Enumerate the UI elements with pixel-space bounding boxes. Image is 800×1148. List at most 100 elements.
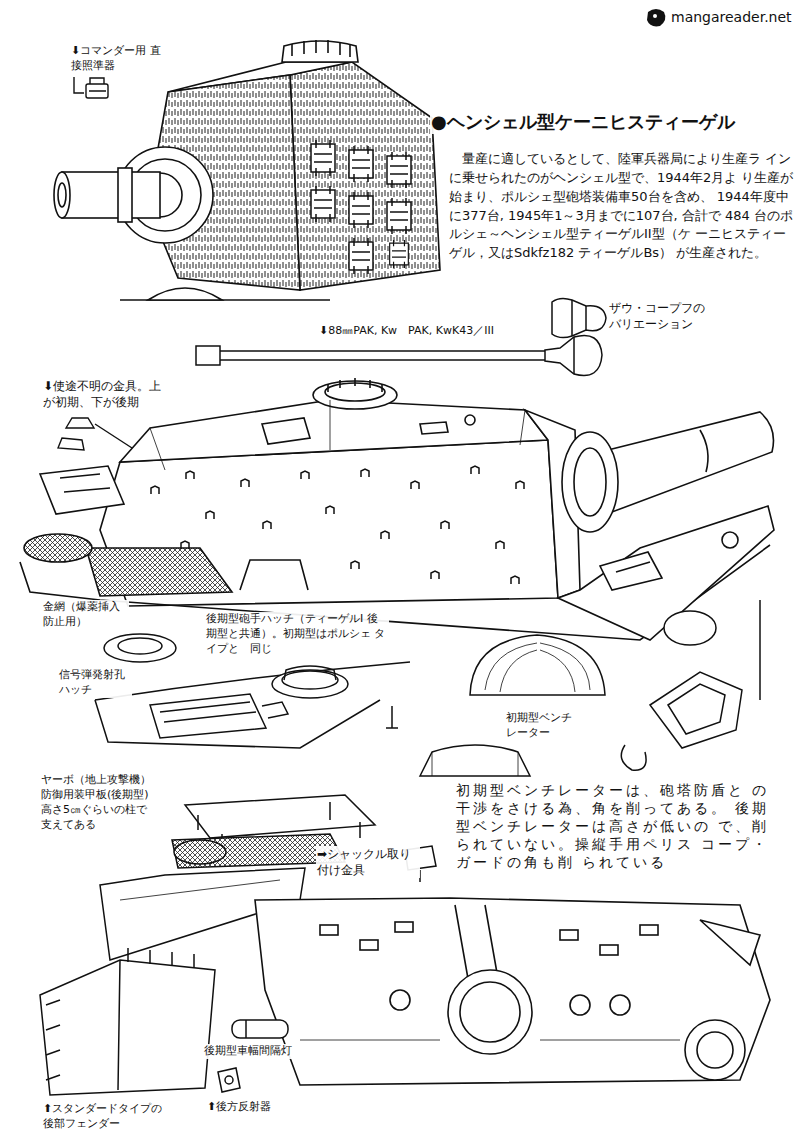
turret-front-view bbox=[282, 41, 358, 62]
rear-fender bbox=[40, 960, 215, 1095]
turret-hooks bbox=[263, 521, 271, 529]
saukopf-variation bbox=[552, 298, 606, 337]
turret-front-view bbox=[292, 40, 350, 57]
roof-hatches bbox=[284, 666, 336, 680]
hull-front bbox=[616, 562, 650, 572]
callout-label: ⬇コマンダー用 直接照準器 bbox=[70, 44, 162, 74]
rear-reflector bbox=[218, 1068, 240, 1092]
rear-fender bbox=[40, 948, 215, 1095]
turret-hooks bbox=[361, 469, 369, 477]
note-text: 初期型ベンチレーターは、砲塔防盾と の干渉をさける為、角を削ってある。 後期型ベ… bbox=[455, 782, 777, 872]
saukopf-variation bbox=[572, 300, 586, 336]
width-lamp bbox=[245, 1020, 247, 1038]
roof-hatches bbox=[282, 671, 338, 689]
turret-front-view bbox=[390, 240, 409, 268]
ventilator bbox=[420, 635, 605, 776]
roof-hatches bbox=[104, 634, 176, 662]
gun-barrel bbox=[196, 335, 602, 375]
periscope-guard bbox=[664, 611, 716, 645]
turret-front-view bbox=[62, 172, 160, 218]
hull-front bbox=[722, 532, 738, 548]
rear-hull-plate bbox=[255, 898, 770, 1085]
callout-label: ⬇88㎜PAK, Kw PAK, KwK43／III bbox=[318, 324, 495, 339]
rear-hull-plate bbox=[697, 1032, 733, 1068]
rear-hull-plate bbox=[600, 945, 618, 955]
periscope-guard bbox=[759, 600, 761, 700]
turret-hooks bbox=[181, 541, 189, 549]
ventilator bbox=[485, 643, 590, 692]
roof-hatches bbox=[150, 694, 266, 738]
callout-label: 信号弾発射孔 ハッチ bbox=[58, 668, 132, 698]
turret-front-view bbox=[54, 172, 70, 218]
turret-hooks bbox=[186, 471, 194, 479]
description-text: 量産に適しているとして、陸軍兵器局により生産ラ インに乗せられたのがヘンシェル型… bbox=[448, 150, 795, 263]
periscope-guard bbox=[621, 600, 760, 770]
rear-fender bbox=[46, 1000, 60, 1080]
watermark: mangareader.net bbox=[670, 8, 793, 27]
roof-hatches bbox=[95, 662, 410, 700]
turret-hooks bbox=[151, 486, 159, 494]
rear-hull-plate bbox=[640, 925, 658, 935]
roof-hatches bbox=[386, 706, 398, 728]
watermark-icon bbox=[647, 9, 665, 26]
turret-hooks bbox=[151, 466, 524, 584]
roof-hatches bbox=[272, 670, 348, 698]
hull-front bbox=[558, 412, 774, 640]
rear-reflector bbox=[225, 1076, 233, 1084]
turret-front-view bbox=[349, 192, 373, 228]
periscope-guard bbox=[668, 684, 725, 734]
turret-hooks bbox=[496, 541, 504, 549]
turret-hooks bbox=[301, 471, 309, 479]
turret-hooks bbox=[411, 481, 419, 489]
ventilator bbox=[420, 745, 530, 776]
turret-rear-view bbox=[60, 474, 110, 492]
title: ●ヘンシェル型ケーニヒスティーゲル bbox=[430, 110, 736, 134]
saukopf-variation bbox=[552, 298, 606, 337]
turret-front-view bbox=[117, 147, 213, 243]
fitting-samples bbox=[95, 424, 132, 448]
turret-rear-view bbox=[262, 418, 310, 444]
turret-front-view bbox=[148, 288, 222, 300]
turret-hooks bbox=[241, 479, 249, 487]
callout-label: 初期型ベンチ レーター bbox=[505, 711, 579, 741]
callout-label: ➡シャックル取り 付け金具 bbox=[316, 846, 420, 878]
turret-front-view bbox=[118, 168, 132, 222]
rear-hull-plate bbox=[460, 982, 520, 1042]
turret-hooks bbox=[381, 531, 389, 539]
fitting-samples bbox=[58, 438, 84, 450]
roof-hatches bbox=[118, 638, 162, 654]
ventilator bbox=[432, 752, 518, 776]
turret-front-view bbox=[349, 146, 373, 182]
turret-rear-view bbox=[40, 466, 124, 514]
turret-hooks bbox=[326, 506, 334, 514]
commander-sight bbox=[74, 77, 84, 93]
turret-hooks bbox=[516, 481, 524, 489]
jabo-armor-plate bbox=[174, 840, 226, 864]
watermark-icon bbox=[653, 14, 657, 18]
callout-label: 後期型砲手ハッチ（ティーゲルI 後期型と共通）。初期型はポルシェ タイプと 同じ bbox=[205, 612, 389, 657]
gun-barrel bbox=[573, 337, 575, 374]
turret-rear-view bbox=[24, 534, 92, 562]
width-lamp bbox=[232, 1020, 288, 1038]
jabo-armor-plate bbox=[185, 795, 375, 838]
rear-hull-plate bbox=[685, 1020, 745, 1080]
rear-hull-plate bbox=[360, 940, 378, 950]
turret-rear-view bbox=[240, 560, 308, 590]
turret-front-view bbox=[349, 238, 373, 274]
turret-rear-view bbox=[328, 378, 382, 392]
gun-barrel bbox=[196, 346, 220, 365]
rear-hull-plate bbox=[320, 925, 338, 935]
turret-hooks bbox=[441, 521, 449, 529]
width-lamp bbox=[232, 1020, 288, 1038]
roof-hatches bbox=[160, 702, 288, 722]
rear-hull-plate bbox=[560, 930, 578, 940]
rear-hull-plate bbox=[300, 1040, 680, 1041]
periscope-guard bbox=[650, 672, 742, 748]
ventilator bbox=[470, 635, 605, 695]
callout-label: ⬇使途不明の金具。上 が初期、下が後期 bbox=[42, 378, 172, 410]
turret-front-view bbox=[311, 140, 335, 176]
callout-label: ヤーボ（地上攻撃機） 防御用装甲板(後期型) 高さ5㎝ぐらいの柱で 支えてある bbox=[40, 773, 160, 832]
turret-front-view bbox=[54, 40, 440, 300]
turret-hooks bbox=[471, 466, 479, 474]
rear-hull-plate bbox=[395, 922, 413, 932]
